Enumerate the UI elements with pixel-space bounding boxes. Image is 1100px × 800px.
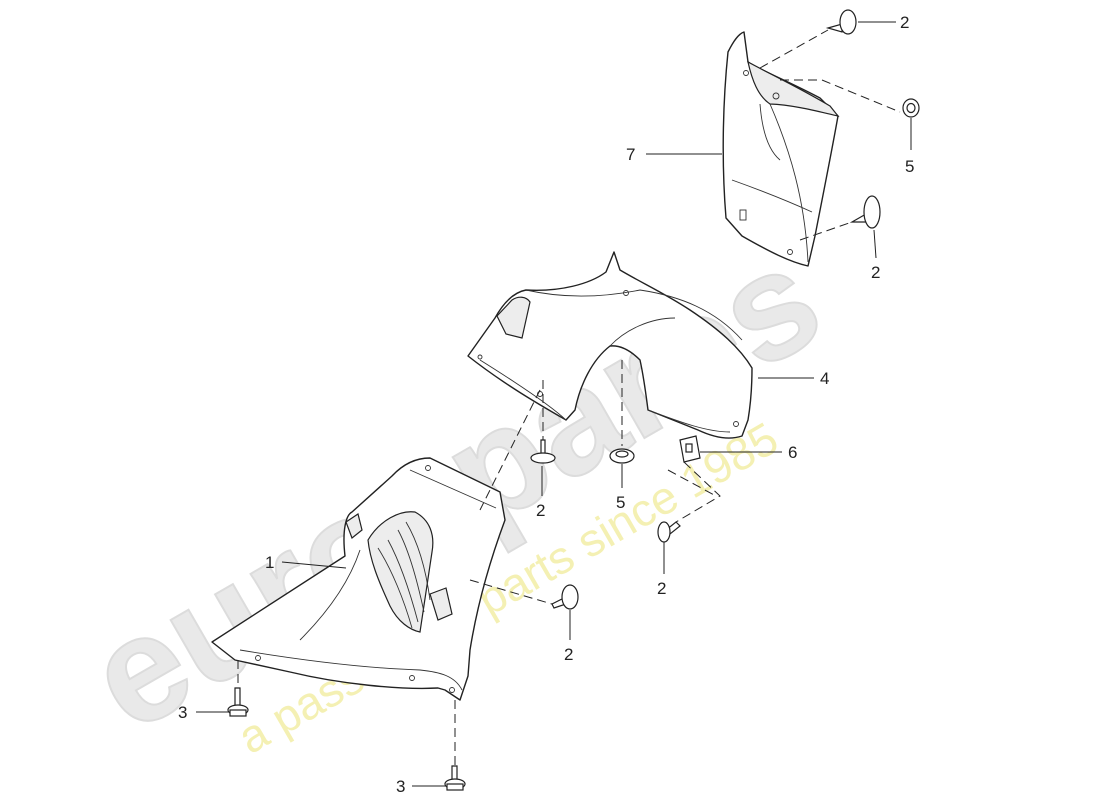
screw-center-left: [530, 439, 556, 464]
callout-2-lower: 2: [564, 645, 573, 664]
callout-3-bottom: 3: [396, 777, 405, 796]
leader-lines: [196, 21, 912, 787]
callout-1: 1: [265, 553, 274, 572]
nut-center: [609, 448, 635, 464]
nut-top-right: [902, 98, 920, 118]
part-7-liner-segment: [722, 31, 840, 267]
assembly-lines: [237, 29, 901, 766]
callout-2-right: 2: [871, 263, 880, 282]
part-1-front-liner: [211, 457, 506, 701]
screw-top: [825, 9, 857, 35]
bolt-bottom: [444, 765, 466, 791]
callout-5-center: 5: [616, 493, 625, 512]
fasteners: [227, 9, 920, 791]
clip-nut: [679, 435, 701, 463]
screw-lower-right: [551, 584, 579, 610]
callout-5-right: 5: [905, 157, 914, 176]
callout-6: 6: [788, 443, 797, 462]
callout-2-top: 2: [900, 13, 909, 32]
screw-center-right: [657, 521, 681, 543]
screw-right: [849, 195, 881, 229]
bolt-left: [227, 687, 249, 717]
callout-4: 4: [820, 369, 829, 388]
callout-2-center-right: 2: [657, 579, 666, 598]
callout-2-center-left: 2: [536, 501, 545, 520]
callouts: 1 2 2 2 2 2 2 3 3 4 5 5 6 7: [178, 13, 914, 796]
callout-3-left: 3: [178, 703, 187, 722]
callout-7: 7: [626, 145, 635, 164]
